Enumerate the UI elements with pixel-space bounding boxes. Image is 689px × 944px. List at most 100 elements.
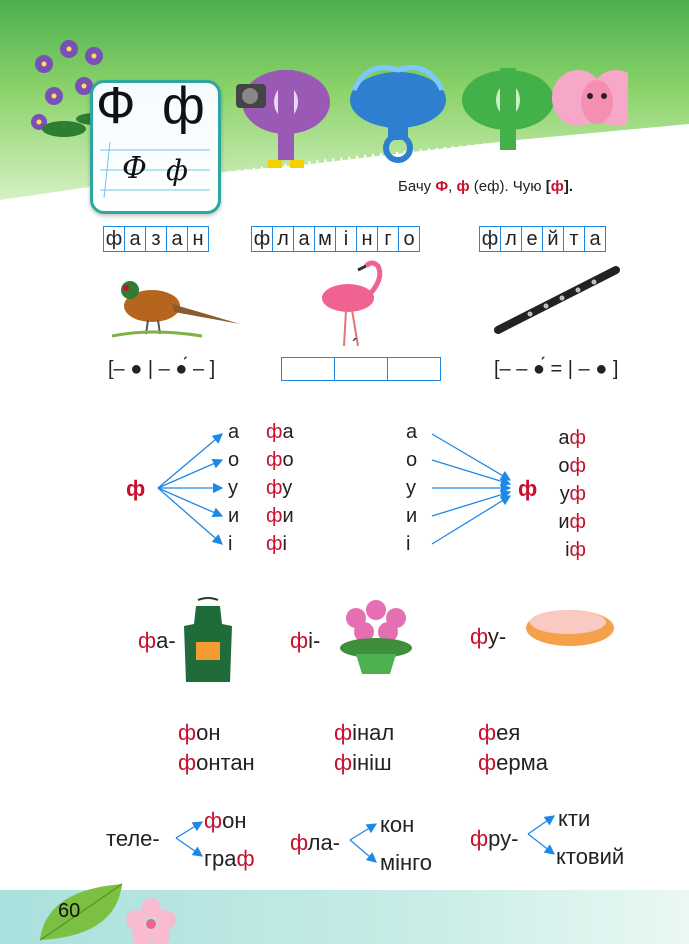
syllable-rest: і- [308,628,321,653]
branch-letter: ф [236,846,255,871]
syllable-consonant: ф [569,511,586,533]
scheme-flamingo-accent: ´ [352,336,359,358]
vowel-column-right: а о у и і [406,418,417,558]
pheasant-icon [112,281,240,338]
syllable-vowel: и [558,511,570,533]
vowel: о [406,449,418,471]
word-first-letter: ф [334,720,353,745]
card-print-letters: Ф ф [96,77,211,135]
closed-syllables-column: аф оф уф иф іф [550,424,586,564]
vowel: і [406,533,411,555]
word-branch-arrows [175,815,556,863]
word-box-flute: ф л е й т а [479,226,606,252]
branch-tele-bottom: граф [204,846,255,872]
letter-cell: м [314,226,336,252]
word-column-1: фон фонтан [178,718,255,778]
card-script-lines: Ф ф [100,142,210,198]
syllable-vowel: а [558,427,570,449]
blue-fountain-letter-icon [350,65,446,163]
branch-letter: ф [290,830,308,855]
word-first-letter: ф [478,750,497,775]
vowel: а [228,421,240,443]
branch-fla-root: фла- [290,830,340,856]
caption-close-bracket: ]. [563,178,574,195]
branch-letter: ф [470,826,489,851]
syllable-vowel: у [282,477,293,499]
svg-text:Ф: Ф [122,151,147,186]
syllable-vowel: о [282,449,294,471]
caption-text: Бачу [398,178,436,195]
scheme-flamingo-cells [281,357,441,381]
vowel: а [406,421,418,443]
syllable-consonant: ф [266,533,283,555]
vowel: у [406,477,416,499]
letter-cell: т [563,226,585,252]
syllable-consonant: ф [569,427,586,449]
closed-syllable: аф [550,424,586,452]
word-first-letter: ф [334,750,353,775]
branch-rest: он [222,808,247,833]
vowel: о [228,449,240,471]
open-syllable: фу [266,474,294,502]
word-first-letter: ф [178,720,197,745]
pink-elephant-icon [552,70,628,126]
word-box-flamingo: ф л а м і н г о [251,226,420,252]
syllable-vowel: о [558,455,570,477]
word-rest: ерма [496,750,548,775]
scheme-pheasant: [– ● | – ●́ – ] [108,358,216,380]
letter-cell: й [542,226,564,252]
letter-cell: з [145,226,167,252]
letter-cell: н [187,226,209,252]
caption-comma: , [448,178,457,195]
caption-lower-letter: ф [456,178,470,195]
word-column-3: фея ферма [478,718,548,778]
word: фон [178,718,255,748]
blossom-icon [126,898,176,944]
word-box-pheasant: ф а з а н [103,226,209,252]
syllable-cell [387,357,441,381]
word-column-2: фінал фініш [334,718,394,778]
open-syllable: фа [266,418,294,446]
letter-cell: ф [103,226,125,252]
word: фінал [334,718,394,748]
word-first-letter: ф [478,720,497,745]
branch-fru-bottom: ктовий [556,844,625,869]
word: ферма [478,748,548,778]
letter-cell: а [293,226,315,252]
see-hear-caption: Бачу Ф, ф (еф). Чую [ф]. [398,178,573,195]
caption-upper-letter: Ф [435,178,449,195]
branch-letter: ф [204,808,223,833]
branch-tele-root: теле- [106,826,160,851]
syllable-consonant: ф [266,449,283,471]
syllable-consonant: ф [569,539,586,561]
word-rest: інал [352,720,395,745]
closed-syllable: іф [550,536,586,564]
svg-text:ф: ф [166,154,188,187]
syllable-consonant: ф [569,455,586,477]
syllable-vowel: і [282,533,287,555]
syllable-consonant: ф [569,483,586,505]
leaf-icon [39,883,123,941]
syllable-fi: фі- [290,628,320,654]
branch-fru-root: фру- [470,826,518,852]
syllable-rest: а- [156,628,176,653]
letter-cell: г [377,226,399,252]
purple-letter-icon [236,70,330,168]
syllable-vowel: у [559,483,570,505]
word-rest: ініш [352,750,392,775]
vowel: у [228,477,238,499]
syllable-consonant: ф [266,421,283,443]
branch-fla-top: кон [380,812,415,837]
open-syllable: фо [266,446,294,474]
letter-cell: а [124,226,146,252]
potted-violet-icon [340,600,412,674]
syllable-cell [281,357,335,381]
open-syllables-column: фа фо фу фи фі [266,418,294,558]
syllable-consonant: ф [266,477,283,499]
word: фея [478,718,548,748]
letter-cell: а [166,226,188,252]
scheme-flute: [– – ●́ = | – ● ] [494,358,619,380]
syllable-vowel: и [282,505,294,527]
vowel: и [406,505,418,527]
syllable-fu: фу- [470,624,506,650]
